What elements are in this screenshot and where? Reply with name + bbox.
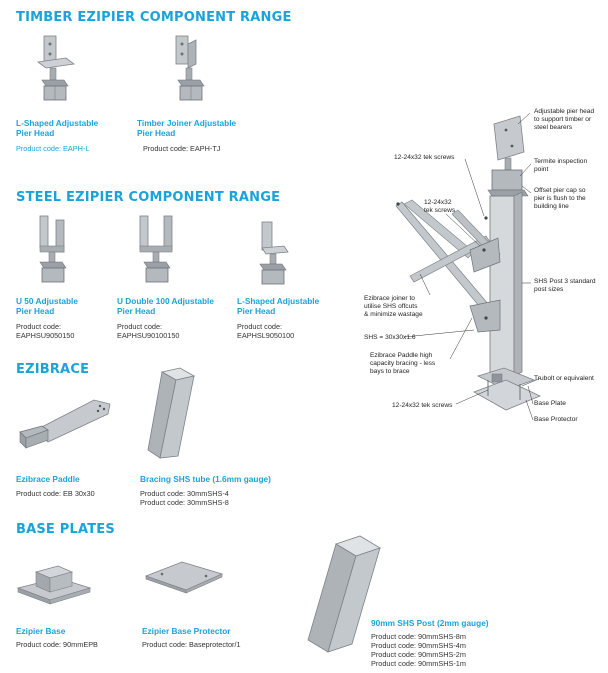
label-offset-pier-cap: Offset pier cap so pier is flush to the … — [534, 187, 586, 210]
timber-section-title: TIMBER EZIPIER COMPONENT RANGE — [16, 10, 292, 25]
base-item-1-code: Product code: 90mmEPB — [16, 640, 98, 649]
steel-item-2-code: Product code: EAPHSU90100150 — [117, 322, 180, 340]
steel-item-2-name: U Double 100 Adjustable Pier Head — [117, 296, 214, 316]
ezibrace-item-2-code: Product code: 30mmSHS-4 Product code: 30… — [140, 489, 229, 507]
steel-item-3-code: Product code: EAPHSL9050100 — [237, 322, 295, 340]
base-item-2-code: Product code: Baseprotector/1 — [142, 640, 241, 649]
ezipier-base-icon — [16, 565, 92, 605]
label-shs-size: SHS = 30x30x1.6 — [364, 334, 416, 341]
shs-post-icon — [307, 535, 381, 653]
steel-item-1-name: U 50 Adjustable Pier Head — [16, 296, 78, 316]
steel-section-title: STEEL EZIPIER COMPONENT RANGE — [16, 190, 281, 205]
label-trubolt: Trubolt or equivalent — [534, 375, 594, 382]
base-item-1-name: Ezipier Base — [16, 626, 66, 636]
u-double-100-pier-head-icon — [139, 215, 173, 283]
base-item-3-name: 90mm SHS Post (2mm gauge) — [371, 618, 489, 628]
label-adjustable-pier-head: Adjustable pier head to support timber o… — [534, 108, 595, 131]
timber-item-2-code: Product code: EAPH-TJ — [143, 144, 221, 153]
label-ezibrace-joiner: Ezibrace joiner to utilise SHS offcuts &… — [364, 295, 423, 318]
l-shaped-pier-head-icon — [36, 35, 76, 101]
ezibrace-item-1-code: Product code: EB 30x30 — [16, 489, 95, 498]
u50-pier-head-icon — [39, 215, 67, 283]
label-ezibrace-paddle: Ezibrace Paddle high capacity bracing - … — [370, 352, 436, 375]
timber-joiner-pier-head-icon — [175, 35, 205, 101]
ezibrace-section-title: EZIBRACE — [16, 362, 90, 377]
ezibrace-paddle-icon — [19, 399, 111, 449]
ezipier-assembly-diagram — [395, 112, 542, 421]
ezibrace-item-1-name: Ezibrace Paddle — [16, 474, 80, 484]
base-item-3-codes: Product code: 90mmSHS-8m Product code: 9… — [371, 632, 466, 668]
bracing-shs-tube-icon — [147, 367, 196, 459]
label-base-protector: Base Protector — [534, 416, 578, 423]
steel-item-1-code: Product code: EAPHSU9050150 — [16, 322, 75, 340]
label-base-plate: Base Plate — [534, 400, 566, 407]
base-item-2-name: Ezipier Base Protector — [142, 626, 231, 636]
l-shaped-steel-pier-head-icon — [259, 221, 289, 285]
label-shs-post: SHS Post 3 standard post sizes — [534, 278, 596, 293]
label-tek-screws-mid: 12-24x32 tek screws — [424, 199, 456, 214]
steel-item-3-name: L-Shaped Adjustable Pier Head — [237, 296, 320, 316]
ezibrace-item-2-name: Bracing SHS tube (1.6mm gauge) — [140, 474, 271, 484]
ezipier-base-protector-icon — [144, 561, 224, 594]
label-tek-screws-top: 12-24x32 tek screws — [394, 154, 455, 161]
timber-item-2-name: Timber Joiner Adjustable Pier Head — [137, 118, 237, 138]
label-termite-inspection: Termite inspection point — [534, 158, 588, 173]
timber-item-1-name: L-Shaped Adjustable Pier Head — [16, 118, 99, 138]
base-plates-section-title: BASE PLATES — [16, 522, 115, 537]
label-tek-screws-bottom: 12-24x32 tek screws — [392, 402, 453, 409]
timber-item-1-code: Product code: EAPH-L — [16, 144, 90, 153]
